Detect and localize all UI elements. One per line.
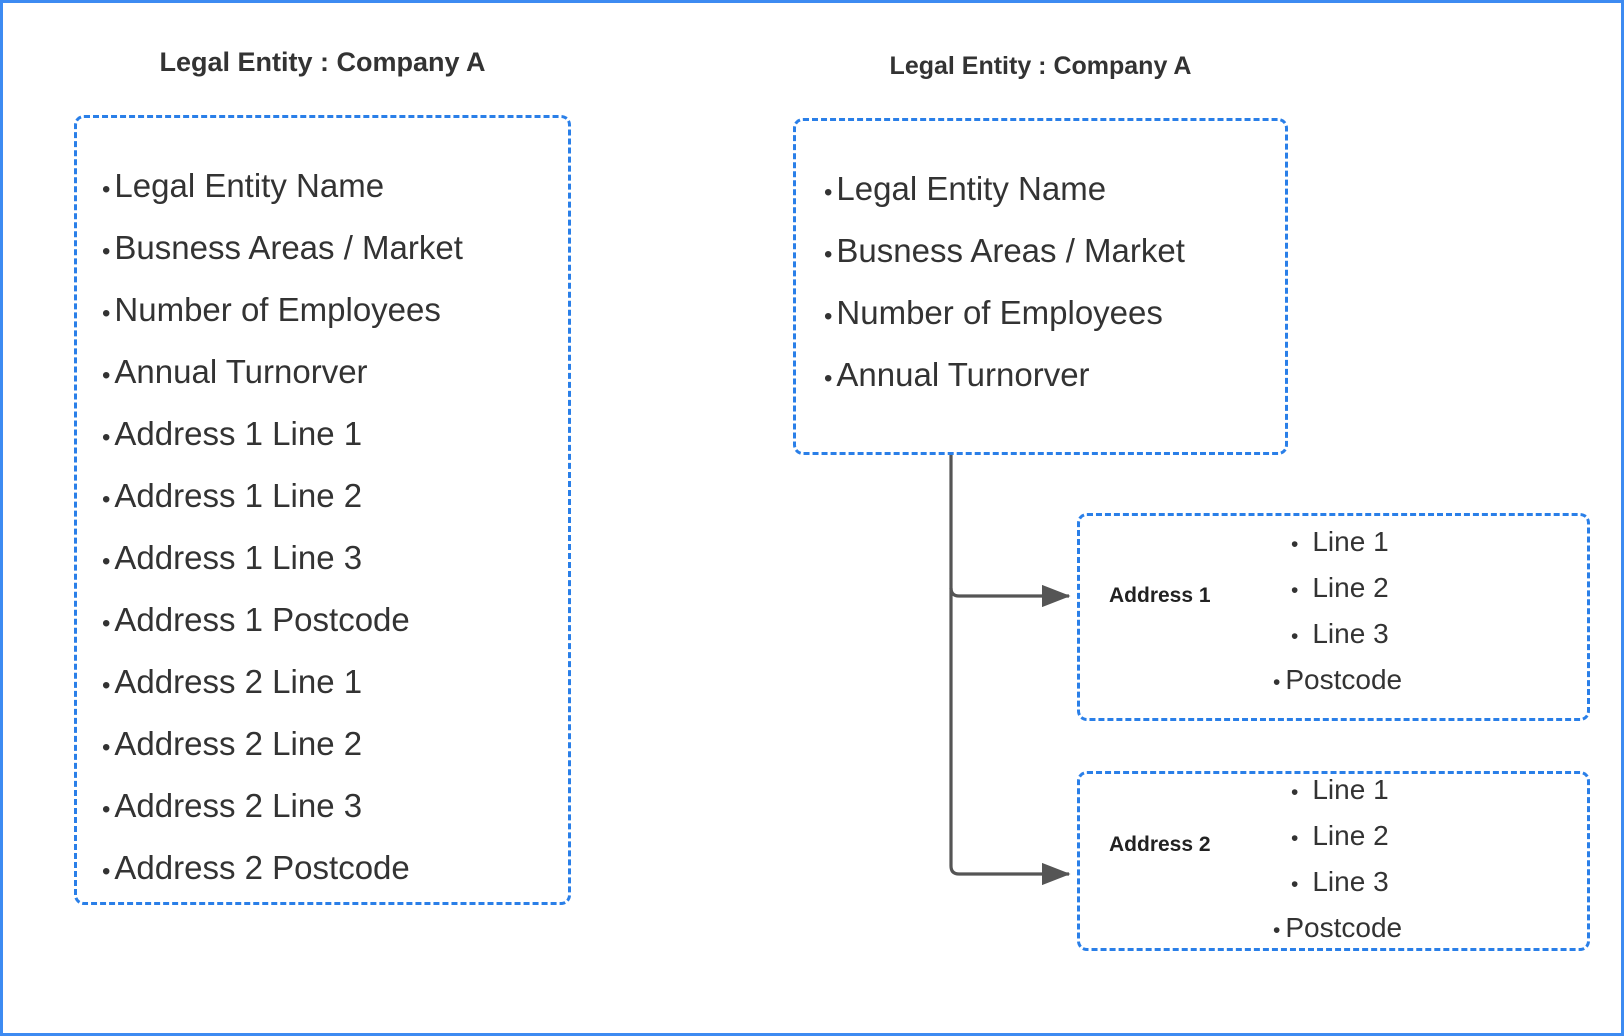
list-item: •Busness Areas / Market xyxy=(824,220,1274,282)
address-2-label: Address 2 xyxy=(1109,833,1211,856)
right-panel-title: Legal Entity : Company A xyxy=(889,52,1192,80)
list-item-label: Line 2 xyxy=(1312,572,1389,603)
list-item: •Legal Entity Name xyxy=(824,158,1274,220)
list-item: •Address 1 Line 1 xyxy=(102,403,562,465)
list-item-label: Annual Turnorver xyxy=(114,353,368,390)
list-item-label: Address 2 Line 3 xyxy=(114,787,363,824)
list-item: •Address 2 Line 3 xyxy=(102,775,562,837)
list-item: •Address 2 Line 2 xyxy=(102,713,562,775)
bullet-icon: • xyxy=(1291,625,1299,648)
address-1-attribute-list: •Line 1 •Line 2 •Line 3 •Postcode xyxy=(1273,519,1573,703)
bullet-icon: • xyxy=(1291,873,1299,896)
address-1-box xyxy=(1077,513,1590,721)
list-item: • Line 1 xyxy=(1273,519,1573,565)
bullet-icon: • xyxy=(102,734,111,761)
bullet-icon: • xyxy=(102,858,111,885)
bullet-icon: • xyxy=(1273,919,1281,942)
bullet-icon: • xyxy=(102,362,111,389)
list-item: • Line 3 xyxy=(1273,611,1573,657)
list-item-label: Line 3 xyxy=(1312,618,1389,649)
bullet-icon: • xyxy=(102,300,111,327)
list-item-label: Busness Areas / Market xyxy=(836,232,1185,269)
bullet-icon: • xyxy=(102,238,111,265)
list-item: • Line 2 xyxy=(1273,565,1573,611)
bullet-icon: • xyxy=(824,365,833,392)
list-item-label: Postcode xyxy=(1285,912,1403,943)
list-item: •Postcode xyxy=(1273,905,1573,951)
list-item: •Address 2 Line 1 xyxy=(102,651,562,713)
list-item-label: Address 1 Postcode xyxy=(114,601,410,638)
address-1-label: Address 1 xyxy=(1109,584,1211,607)
list-item-label: Address 2 Postcode xyxy=(114,849,410,886)
list-item-label: Address 2 Line 1 xyxy=(114,663,363,700)
list-item-label: Legal Entity Name xyxy=(836,170,1107,207)
list-item-label: Address 2 Line 2 xyxy=(114,725,363,762)
bullet-icon: • xyxy=(1291,533,1299,556)
address-2-attribute-list: •Line 1 •Line 2 •Line 3 •Postcode xyxy=(1273,767,1573,951)
list-item-label: Address 1 Line 1 xyxy=(114,415,363,452)
bullet-icon: • xyxy=(102,176,111,203)
left-panel-title: Legal Entity : Company A xyxy=(159,47,486,77)
list-item: • Line 2 xyxy=(1273,813,1573,859)
list-item-label: Busness Areas / Market xyxy=(114,229,463,266)
bullet-icon: • xyxy=(102,548,111,575)
list-item-label: Legal Entity Name xyxy=(114,167,385,204)
bullet-icon: • xyxy=(1291,827,1299,850)
bullet-icon: • xyxy=(1291,781,1299,804)
bullet-icon: • xyxy=(824,303,833,330)
list-item: •Annual Turnorver xyxy=(102,341,562,403)
list-item-label: Line 1 xyxy=(1312,774,1389,805)
bullet-icon: • xyxy=(102,796,111,823)
bullet-icon: • xyxy=(102,486,111,513)
list-item: • Line 3 xyxy=(1273,859,1573,905)
bullet-icon: • xyxy=(824,179,833,206)
bullet-icon: • xyxy=(1291,579,1299,602)
legal-entity-core-box xyxy=(793,118,1288,455)
list-item: •Postcode xyxy=(1273,657,1573,703)
legal-entity-core-attribute-list: •Legal Entity Name •Busness Areas / Mark… xyxy=(824,158,1274,406)
bullet-icon: • xyxy=(1273,671,1281,694)
list-item: •Legal Entity Name xyxy=(102,155,562,217)
address-2-box xyxy=(1077,771,1590,951)
list-item-label: Number of Employees xyxy=(836,294,1163,331)
connector-arrow-address-1 xyxy=(949,584,1071,608)
list-item-label: Annual Turnorver xyxy=(836,356,1090,393)
list-item-label: Number of Employees xyxy=(114,291,441,328)
list-item: •Busness Areas / Market xyxy=(102,217,562,279)
list-item-label: Address 1 Line 3 xyxy=(114,539,363,576)
list-item-label: Line 3 xyxy=(1312,866,1389,897)
connector-trunk xyxy=(949,455,960,876)
list-item: •Address 1 Line 3 xyxy=(102,527,562,589)
list-item-label: Line 2 xyxy=(1312,820,1389,851)
list-item: •Address 1 Line 2 xyxy=(102,465,562,527)
list-item: •Address 1 Postcode xyxy=(102,589,562,651)
legal-entity-flat-box xyxy=(74,115,571,905)
list-item-label: Address 1 Line 2 xyxy=(114,477,363,514)
list-item: •Address 2 Postcode xyxy=(102,837,562,899)
list-item-label: Line 1 xyxy=(1312,526,1389,557)
legal-entity-flat-attribute-list: •Legal Entity Name •Busness Areas / Mark… xyxy=(102,155,562,899)
list-item: •Number of Employees xyxy=(824,282,1274,344)
list-item: • Line 1 xyxy=(1273,767,1573,813)
list-item: •Annual Turnorver xyxy=(824,344,1274,406)
bullet-icon: • xyxy=(102,610,111,637)
bullet-icon: • xyxy=(824,241,833,268)
list-item-label: Postcode xyxy=(1285,664,1403,695)
bullet-icon: • xyxy=(102,424,111,451)
bullet-icon: • xyxy=(102,672,111,699)
list-item: •Number of Employees xyxy=(102,279,562,341)
